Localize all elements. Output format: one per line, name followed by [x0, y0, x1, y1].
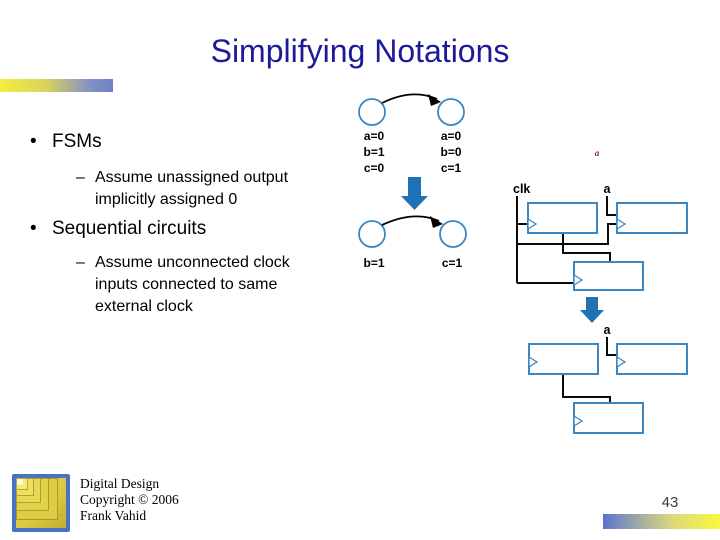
- bullet-dot-icon: •: [30, 218, 37, 239]
- wire-a: [606, 196, 617, 216]
- state-output-label: b=0: [440, 145, 461, 159]
- state-output-label: a=0: [441, 129, 462, 143]
- subbullet-unconnected-clock: – Assume unconnected clock inputs connec…: [76, 252, 290, 318]
- dash-icon: –: [76, 169, 85, 186]
- accent-bar-bottom: [603, 514, 720, 529]
- register-box: [616, 202, 688, 234]
- page-number: 43: [661, 494, 679, 511]
- circuit-diagram: a clk a a: [513, 148, 688, 434]
- state-circle: [358, 220, 386, 248]
- dash-icon: –: [76, 254, 85, 271]
- bullet-sequential-circuits: • Sequential circuits: [30, 218, 206, 240]
- register-box: [573, 402, 644, 434]
- a-label: a: [604, 182, 612, 196]
- state-output-label: c=1: [442, 256, 463, 270]
- register-box: [616, 343, 688, 375]
- bullet-fsms: • FSMs: [30, 131, 102, 153]
- state-output-label: b=1: [363, 256, 384, 270]
- clock-chevron-icon: [573, 414, 584, 428]
- a-label: a: [604, 323, 612, 337]
- wire-a: [606, 337, 617, 356]
- bullet-dot-icon: •: [30, 131, 37, 152]
- accent-bar-top: [0, 79, 113, 92]
- clock-chevron-icon: [616, 217, 627, 231]
- state-circle: [439, 220, 467, 248]
- footer-line-copyright: Copyright © 2006: [80, 492, 179, 507]
- bullet-sequential-circuits-label: Sequential circuits: [52, 218, 207, 239]
- subbullet-unassigned-output: – Assume unassigned output implicitly as…: [76, 167, 288, 211]
- simplify-arrow-icon: [580, 297, 604, 323]
- transition-arrowhead-icon: [430, 216, 443, 228]
- wire-data: [562, 374, 611, 403]
- subbullet-unassigned-output-text: Assume unassigned output implicitly assi…: [95, 167, 288, 211]
- state-circle: [437, 98, 465, 126]
- footer-credits: Digital Design Copyright © 2006 Frank Va…: [80, 476, 179, 524]
- subbullet-unconnected-clock-text: Assume unconnected clock inputs connecte…: [95, 252, 290, 318]
- logo-highlight-square: [17, 479, 23, 485]
- subbullet-line: Assume unassigned output: [95, 169, 289, 186]
- clock-chevron-icon: [616, 355, 627, 369]
- fsm-diagram: a=0 b=1 c=0 a=0 b=0 c=1 b=1 c=1: [358, 93, 467, 270]
- state-output-label: a=0: [364, 129, 385, 143]
- simplify-arrow-icon: [401, 177, 428, 210]
- subbullet-line: Assume unconnected clock: [95, 254, 290, 271]
- transition-arrowhead-icon: [428, 94, 441, 106]
- clk-label: clk: [513, 182, 530, 196]
- clock-chevron-icon: [528, 355, 539, 369]
- clock-chevron-icon: [527, 217, 538, 231]
- bullet-fsms-label: FSMs: [52, 131, 102, 152]
- subbullet-line: external clock: [95, 298, 193, 315]
- state-circle: [358, 98, 386, 126]
- book-logo: [12, 474, 70, 532]
- state-output-label: b=1: [363, 145, 384, 159]
- slide-title: Simplifying Notations: [210, 33, 510, 69]
- subbullet-line: implicitly assigned 0: [95, 191, 238, 208]
- register-box: [573, 261, 644, 291]
- footer-line-book-title: Digital Design: [80, 476, 160, 491]
- red-annotation: a: [595, 148, 600, 158]
- wire-data: [562, 233, 611, 262]
- state-output-label: c=1: [441, 161, 462, 175]
- subbullet-line: inputs connected to same: [95, 276, 278, 293]
- state-output-label: c=0: [364, 161, 385, 175]
- footer-line-author: Frank Vahid: [80, 508, 147, 523]
- register-box: [527, 202, 598, 234]
- register-box: [528, 343, 599, 375]
- clock-chevron-icon: [573, 273, 584, 287]
